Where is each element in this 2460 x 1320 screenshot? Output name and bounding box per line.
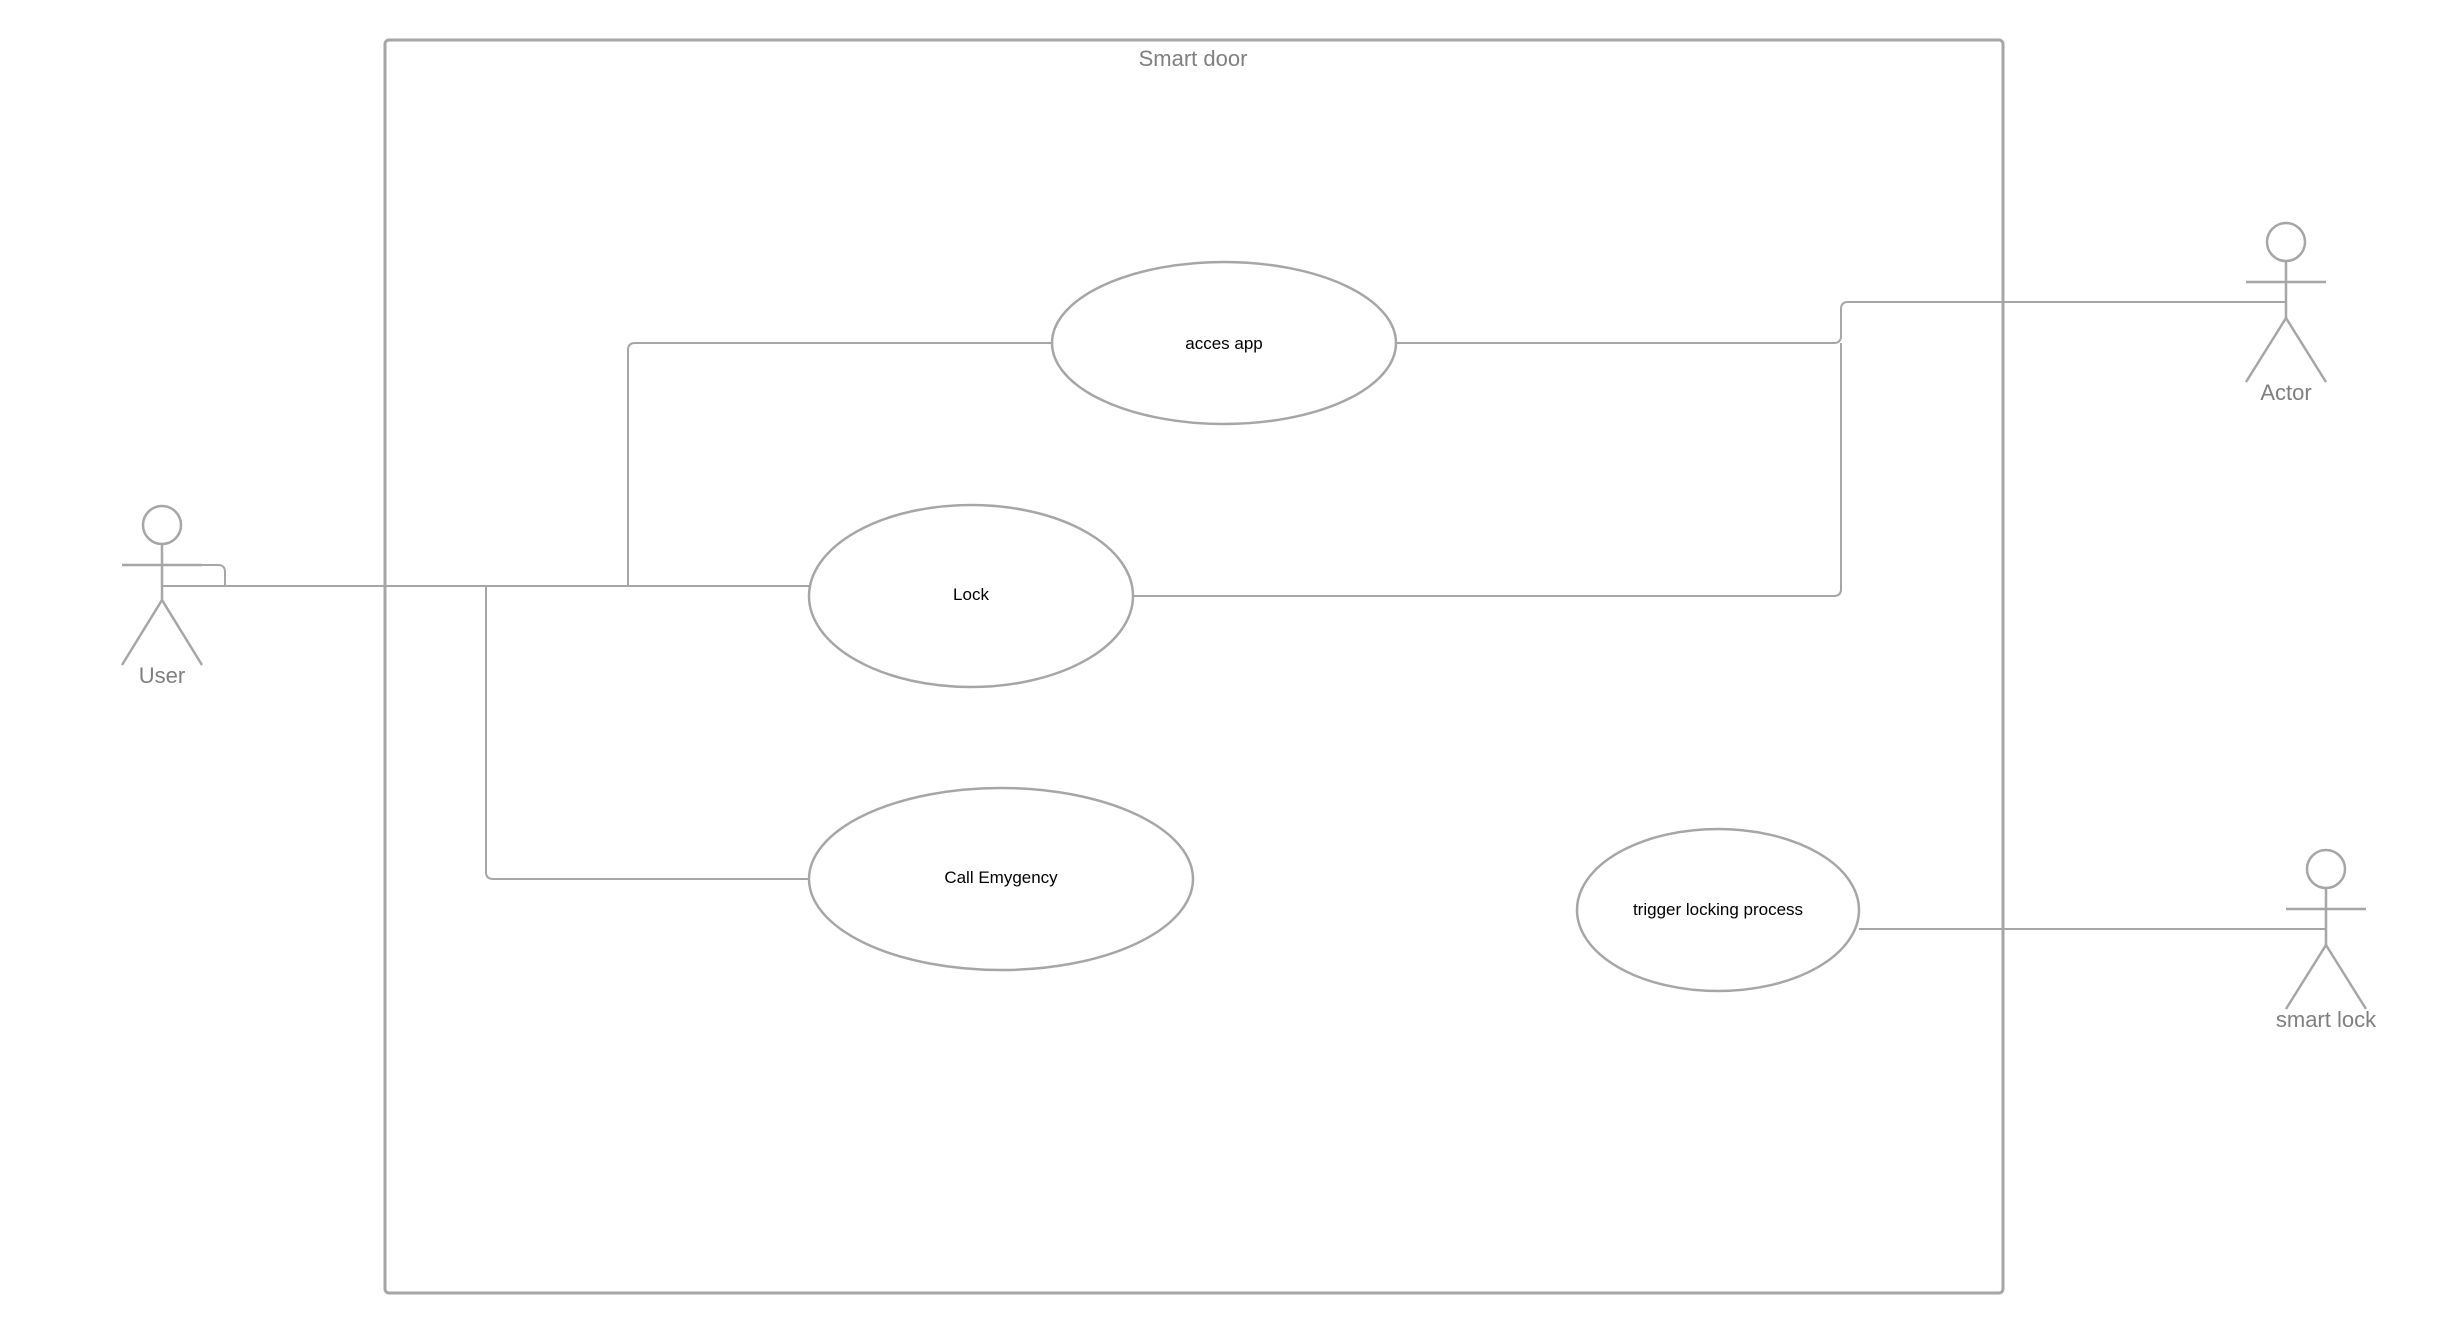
usecase-lock-label: Lock — [953, 585, 989, 604]
usecase-call-emergency-label: Call Emygency — [944, 868, 1058, 887]
usecase-call-emergency-shape — [807, 786, 1195, 972]
actor-smart-lock[interactable]: smart lock — [2276, 848, 2377, 1032]
association-actor-lock[interactable] — [1133, 343, 1842, 597]
association-user-call-emergency[interactable] — [485, 586, 810, 880]
actor-smart-lock-head — [2305, 848, 2347, 890]
usecase-lock-shape — [807, 503, 1135, 689]
association-user-acces-app[interactable] — [162, 342, 1052, 587]
usecase-trigger-locking-process-label: trigger locking process — [1633, 900, 1803, 919]
association-actor-acces-app[interactable] — [1396, 301, 2286, 344]
usecase-lock[interactable]: Lock — [807, 503, 1135, 689]
actor-smart-lock-label: smart lock — [2276, 1007, 2377, 1032]
actor-user[interactable]: User — [120, 504, 204, 688]
usecase-trigger-locking-process[interactable]: trigger locking process — [1575, 827, 1861, 993]
actor-actor[interactable]: Actor — [2244, 221, 2328, 405]
actor-smart-lock-right-leg — [2324, 944, 2368, 1010]
usecase-call-emergency[interactable]: Call Emygency — [807, 786, 1195, 972]
usecase-trigger-locking-process-shape — [1575, 827, 1861, 993]
system-title: Smart door — [1139, 46, 1248, 71]
actor-actor-left-leg — [2244, 317, 2288, 383]
usecase-acces-app-shape — [1050, 260, 1398, 426]
actor-smart-lock-left-leg — [2284, 944, 2328, 1010]
usecase-acces-app[interactable]: acces app — [1050, 260, 1398, 426]
association-user-stub — [200, 564, 226, 586]
actor-user-label: User — [139, 663, 185, 688]
actor-actor-right-leg — [2284, 317, 2328, 383]
actor-actor-label: Actor — [2260, 380, 2311, 405]
usecase-acces-app-label: acces app — [1185, 334, 1263, 353]
actor-user-head — [141, 504, 183, 546]
actor-user-left-leg — [120, 599, 164, 666]
system-boundary[interactable] — [383, 38, 2005, 1295]
actor-actor-head — [2265, 221, 2307, 263]
actor-user-right-leg — [160, 599, 204, 666]
